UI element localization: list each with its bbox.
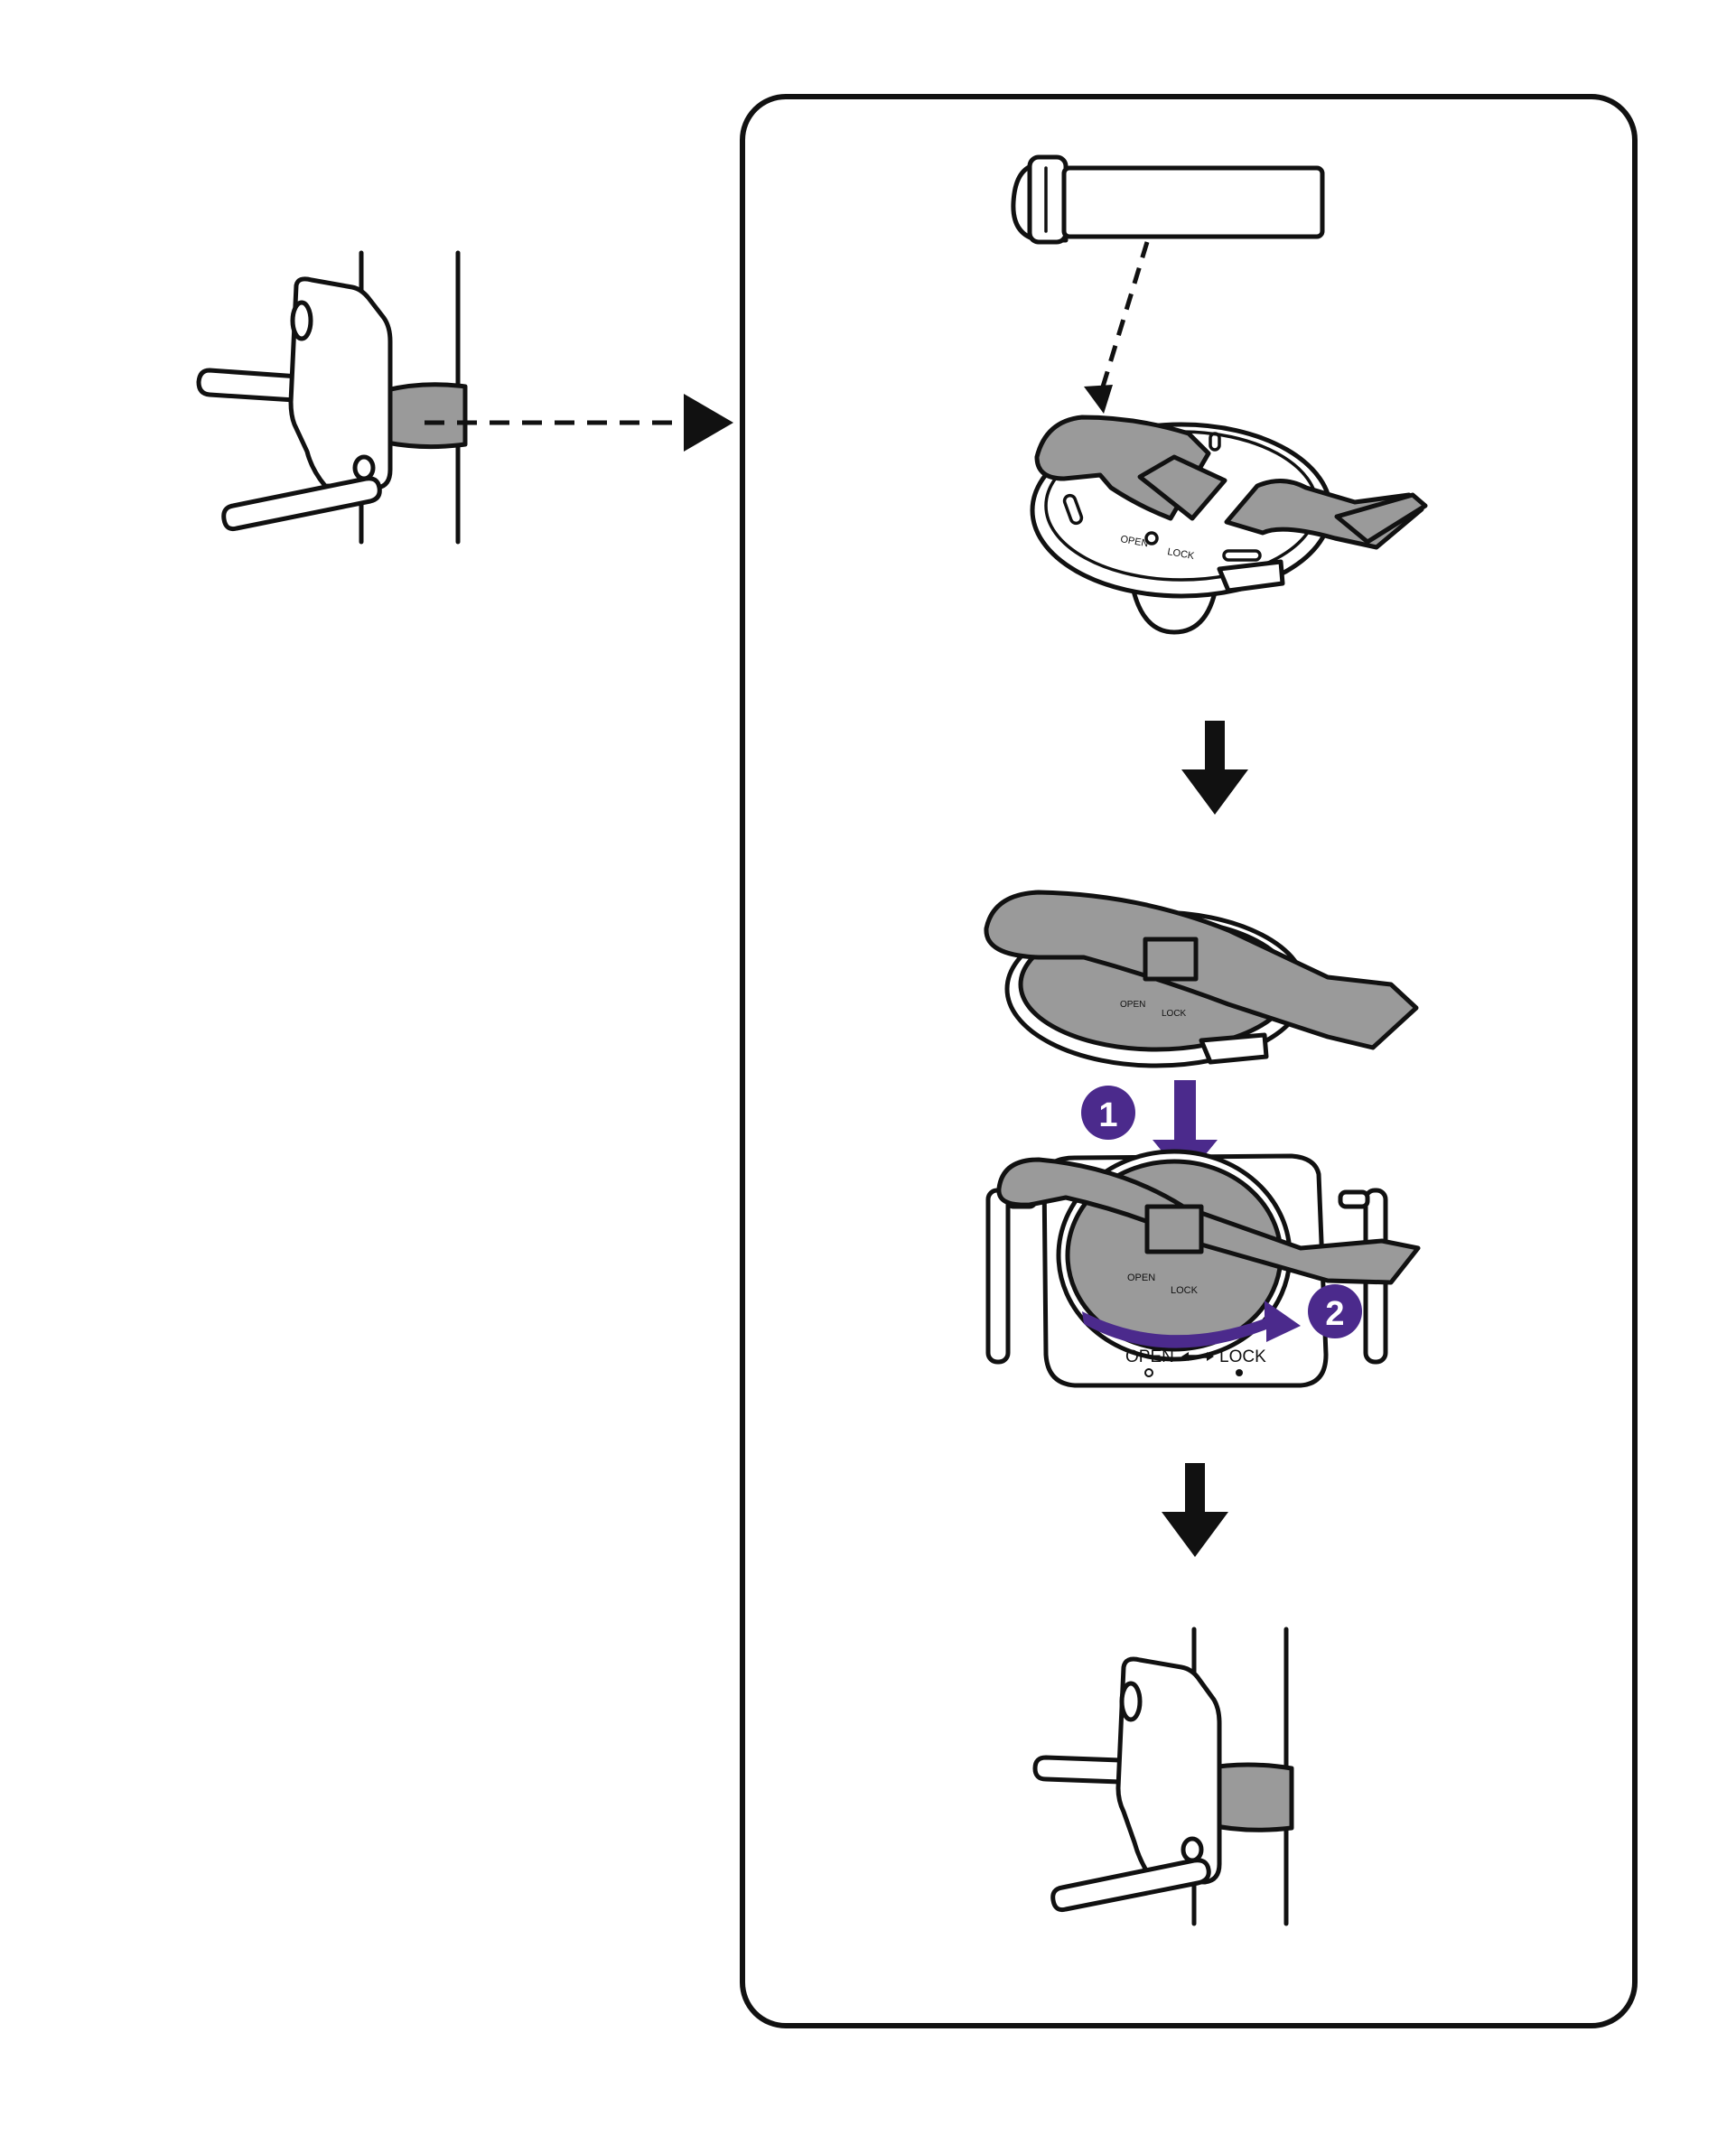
step-1-number: 1 [1098,1096,1117,1134]
step-1-badge: 1 [1081,1086,1135,1140]
rotate-arrow [1082,1301,1301,1348]
overview-pointer-arrowhead [684,394,733,452]
svg-text:OPEN: OPEN [1119,534,1149,549]
step-2-badge: 2 [1308,1284,1362,1338]
strapped-mount-plate: OPEN LOCK [984,890,1419,1068]
mount-lock-label: LOCK [1219,1347,1266,1366]
svg-text:OPEN: OPEN [1127,1273,1155,1283]
step-2-number: 2 [1325,1295,1344,1333]
mount-plate-with-strap-top: OPEN LOCK [1030,415,1428,635]
final-strap [1204,1762,1294,1832]
final-camera-on-pole [1032,1627,1294,1926]
loose-strap [1011,154,1325,245]
overview-camera-on-pole [196,250,468,545]
svg-text:LOCK: LOCK [1171,1285,1199,1296]
svg-text:LOCK: LOCK [1162,1009,1187,1019]
svg-text:LOCK: LOCK [1166,546,1195,562]
svg-text:OPEN: OPEN [1120,1000,1145,1010]
mount-open-label: OPEN [1125,1347,1174,1366]
down-arrow-2 [1162,1463,1228,1557]
down-arrow-1 [1181,721,1248,815]
overview-strap [384,382,468,450]
